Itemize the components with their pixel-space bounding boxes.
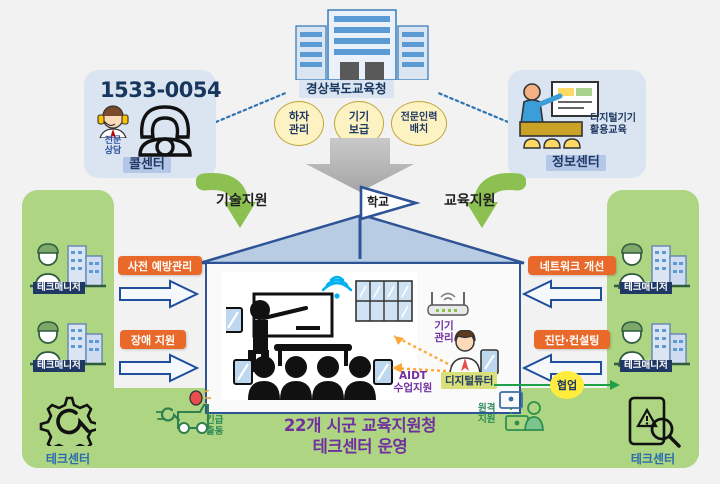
digital-tutor-label: 디지털튜터 [441,372,498,389]
tech-manager-icon [614,243,690,289]
device-mgmt-line1: 기기 [434,320,454,332]
right-tech-center-label: 테크센터 [630,452,676,466]
task-line2: 배치 [409,123,429,135]
remote-line2: 지원 [478,413,496,425]
info-center-name: 정보센터 [546,155,606,172]
telephone-icon [138,105,192,157]
service-line1: 디지털기기 [590,113,636,124]
right-action-pill-1: 네트워크 개선 [528,256,616,275]
collaboration-badge: 협업 [550,371,584,399]
edu-support-label: 교육지원 [444,193,496,209]
tech-manager-icon [30,321,106,367]
edu-support-arrow [466,173,526,228]
emergency-truck-icon [156,390,211,434]
task-line1: 하자 [288,110,310,124]
remote-support-label: 원격 지원 [478,403,496,426]
tablet-inspect-icon [628,396,681,448]
task-line2: 보급 [348,122,370,136]
bottom-title-line2: 테크센터 운영 [312,436,408,456]
call-center-phone-number: 1533-0054 [100,78,222,102]
teacher-students-icon [226,275,393,400]
school-flag-label: 학교 [367,195,390,209]
task-line2: 관리 [288,122,310,136]
tech-support-label: 기술지원 [216,193,268,209]
classroom-training-icon [519,81,599,149]
left-tech-manager-label-1: 테크매니저 [33,282,85,295]
role-line2: 상담 [104,145,122,156]
left-tech-manager-label-2: 테크매니저 [33,360,85,373]
headset-agent-icon [97,105,129,138]
right-action-pill-2: 진단·컨설팅 [534,330,610,349]
aidt-line2: 수업지원 [393,382,433,395]
call-center-role-label: 전문 상담 [95,136,131,156]
right-action-arrow-2 [522,353,602,383]
emergency-dispatch-label: 긴급 출동 [206,415,224,438]
info-center-service-label: 디지털기기 활용교육 [590,113,636,137]
left-tech-center-label: 테크센터 [45,452,91,466]
lockers-icon [355,280,413,322]
task-oval-expert-deployment: 전문인력 배치 [391,101,447,146]
office-title: 경상북도교육청 [299,80,394,98]
gray-down-arrow [306,138,414,192]
left-action-arrow-1 [119,279,200,309]
bottom-title: 22개 시군 교육지원청 테크센터 운영 [0,416,720,457]
office-building-icon [295,9,429,80]
left-action-pill-2: 장애 지원 [120,330,186,349]
right-tech-manager-label-2: 테크매니저 [620,360,672,373]
aidt-line1: AIDT [399,370,427,382]
call-center-name: 콜센터 [123,157,171,174]
gear-wrench-icon [39,396,96,446]
router-icon [427,292,469,316]
role-line1: 전문 [104,136,122,146]
bottom-title-line1: 22개 시군 교육지원청 [283,416,437,435]
left-action-arrow-2 [119,353,200,383]
dispatch-line1: 긴급 [206,415,224,426]
device-mgmt-line2: 관리 [434,332,454,345]
aidt-support-label: AIDT 수업지원 [383,370,443,394]
task-line1: 기기 [348,110,370,124]
right-tech-manager-label-1: 테크매니저 [620,282,672,295]
right-action-arrow-1 [522,279,602,309]
dispatch-line2: 출동 [206,425,224,437]
digital-tutor-icon [449,330,499,374]
device-management-label: 기기 관리 [422,320,466,344]
service-line2: 활용교육 [590,125,627,136]
task-line1: 전문인력 [400,112,438,124]
task-oval-defect-management: 하자 관리 [274,101,324,146]
remote-support-icon [499,391,544,431]
tech-support-arrow [196,173,256,228]
remote-line1: 원격 [478,403,496,414]
left-action-pill-1: 사전 예방관리 [118,256,202,275]
